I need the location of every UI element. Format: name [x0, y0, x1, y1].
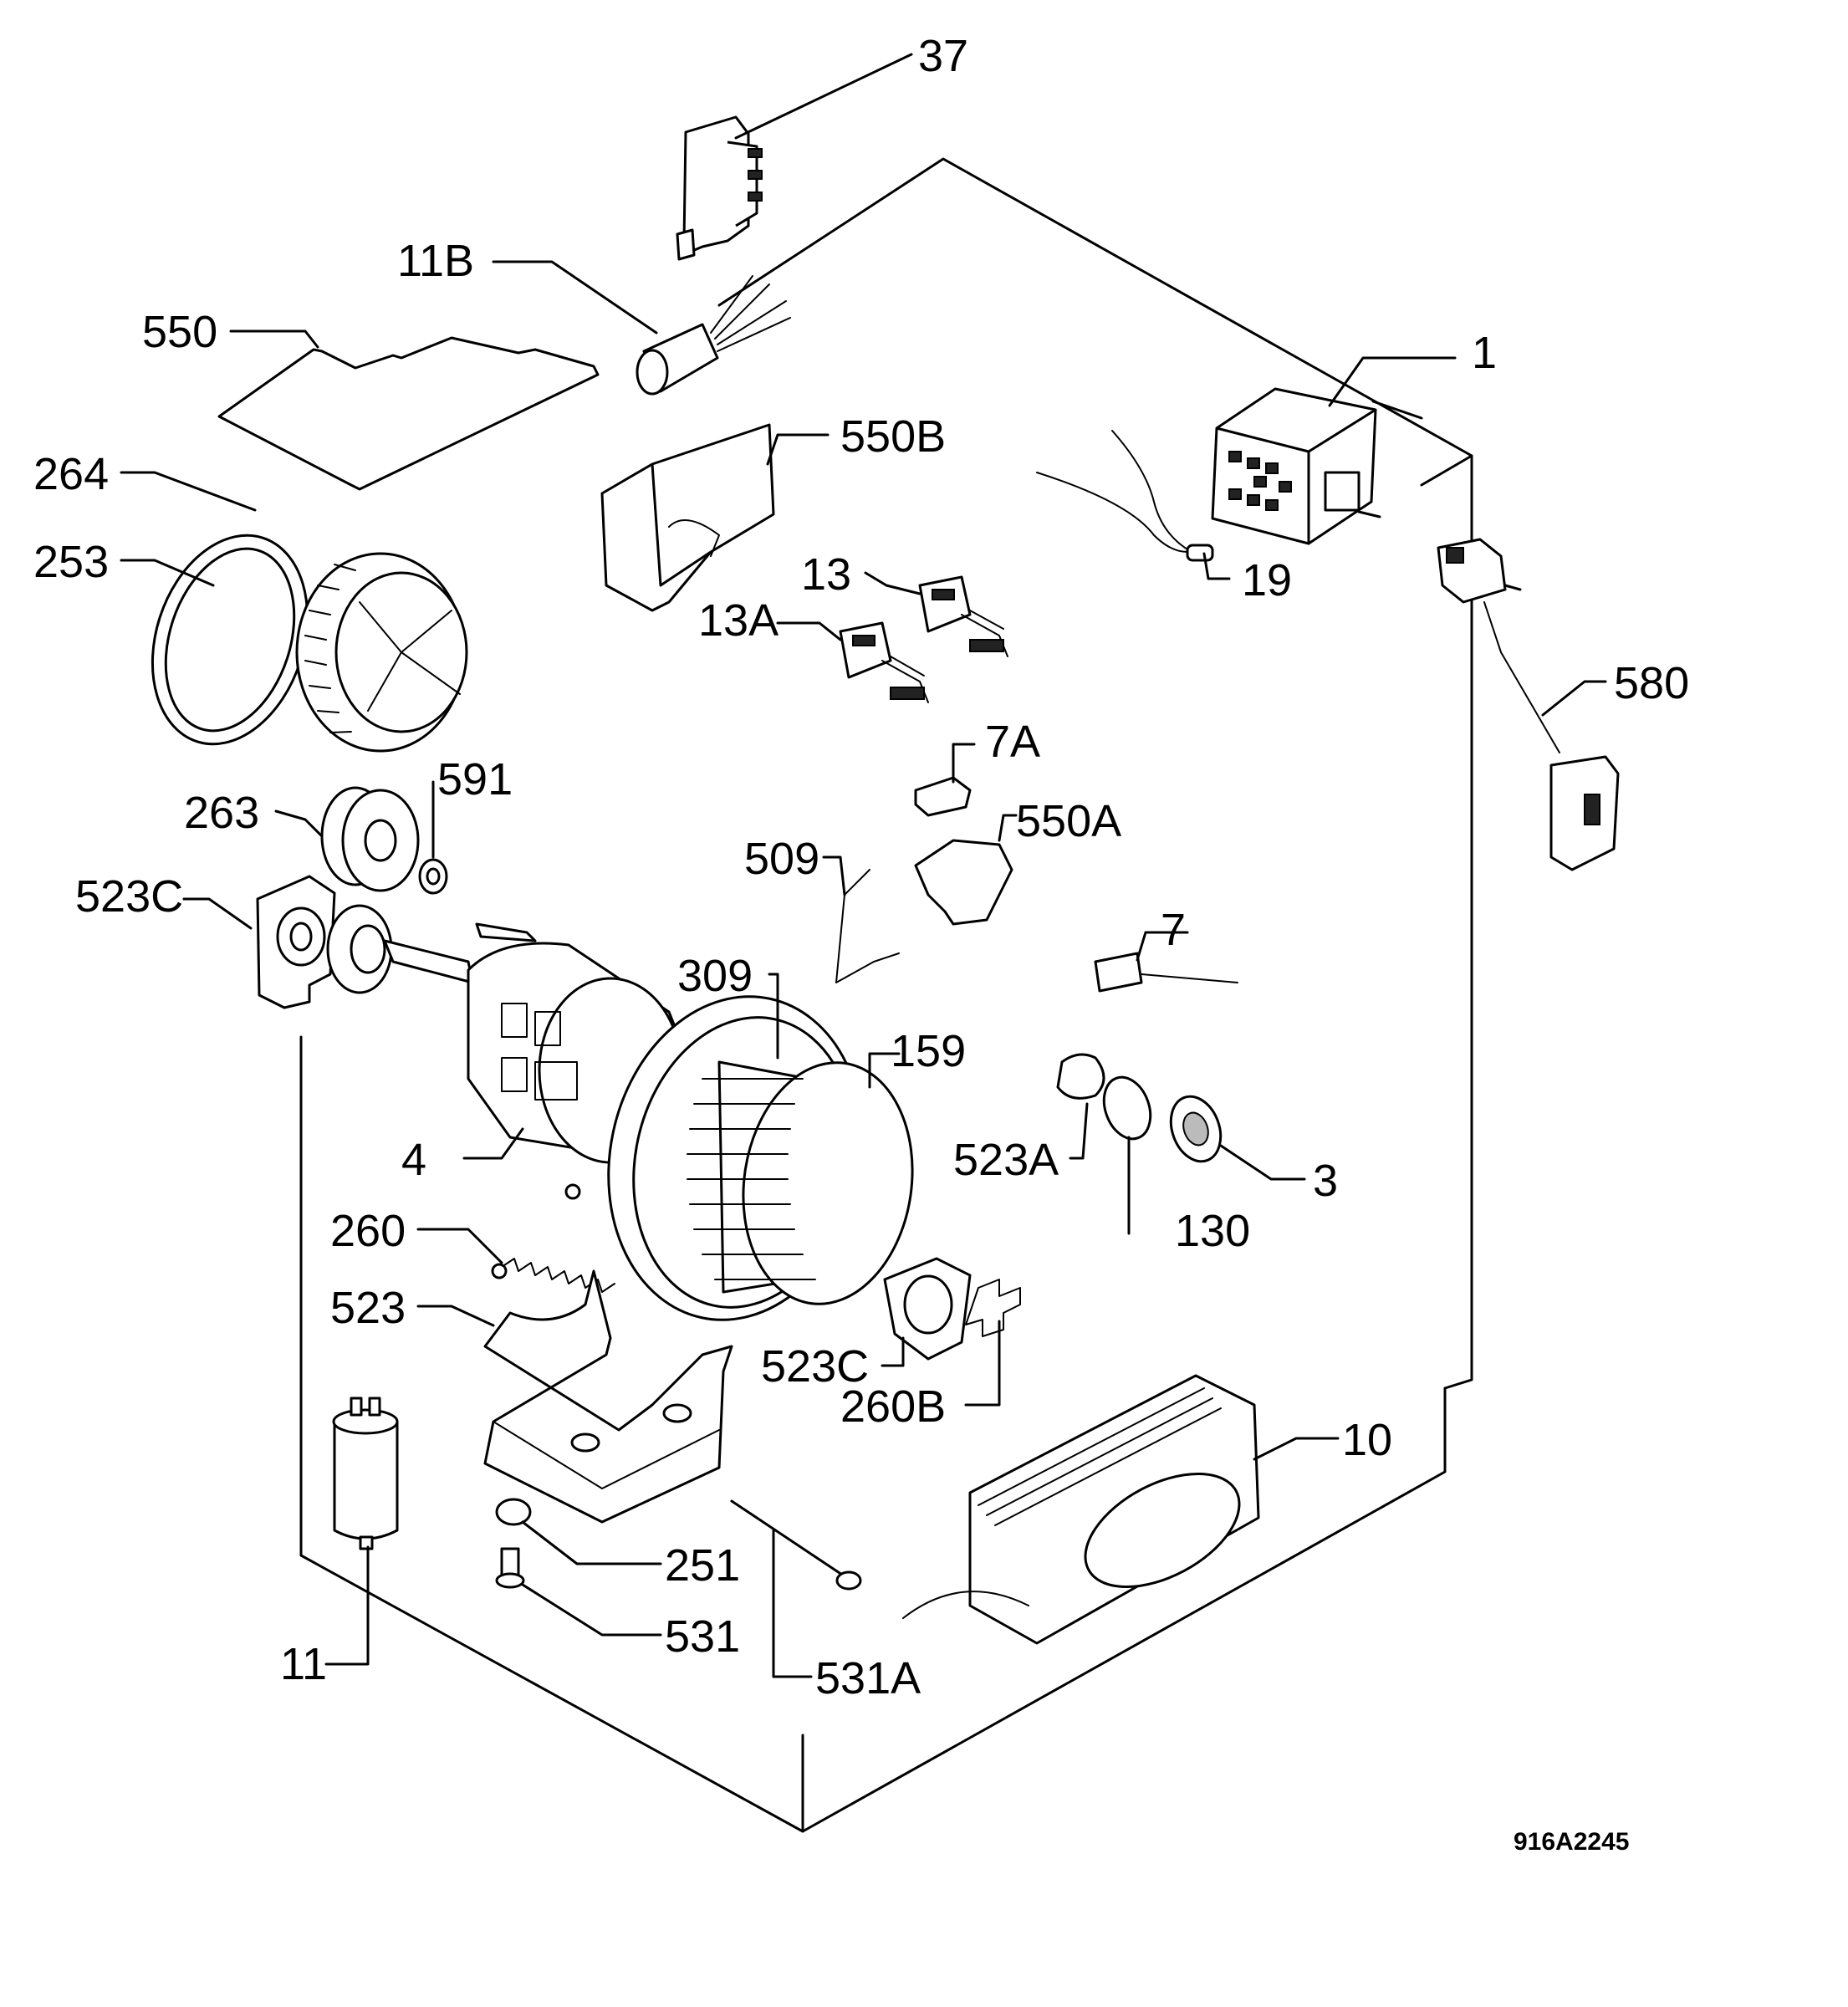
label-7a: 7A	[985, 717, 1040, 767]
part-523-motor-bracket	[483, 1269, 733, 1524]
label-591: 591	[437, 754, 513, 804]
label-7: 7	[1161, 905, 1186, 955]
label-13: 13	[801, 549, 851, 600]
part-labels: 37 11B 550 1 550B 264 253 19 13 13A 580 …	[33, 31, 1689, 1856]
part-11-capacitor	[332, 1397, 399, 1550]
part-11b-capacitor	[636, 275, 791, 396]
label-11: 11	[280, 1639, 327, 1689]
part-159-fan-drum	[687, 1060, 914, 1305]
part-19-sensor	[1036, 430, 1214, 562]
part-591-washer	[418, 858, 448, 895]
label-260: 260	[330, 1206, 406, 1256]
label-531: 531	[665, 1611, 740, 1662]
part-7a-switch	[914, 776, 972, 817]
label-580: 580	[1614, 658, 1689, 708]
label-509: 509	[744, 834, 819, 884]
cabinet-outline	[299, 157, 1473, 1833]
part-580-switch	[1437, 538, 1620, 871]
part-13a-connector	[839, 621, 929, 703]
part-37-bracket	[676, 115, 763, 261]
part-7-microswitch	[1094, 952, 1238, 993]
label-260b: 260B	[840, 1381, 946, 1432]
label-253: 253	[33, 537, 109, 587]
part-260-spring	[491, 1183, 615, 1293]
label-3: 3	[1313, 1156, 1338, 1206]
part-251-grommet	[495, 1498, 532, 1526]
label-531a: 531A	[815, 1653, 921, 1703]
label-11b: 11B	[397, 236, 474, 286]
label-523c-top: 523C	[75, 871, 183, 922]
part-523c-bearing-bottom	[883, 1257, 972, 1361]
label-550b: 550B	[840, 411, 946, 462]
part-264-fan-wheel	[295, 552, 468, 753]
label-523: 523	[330, 1283, 406, 1333]
label-37: 37	[918, 31, 968, 81]
label-251: 251	[665, 1540, 740, 1591]
label-159: 159	[891, 1026, 966, 1076]
part-531-screw	[495, 1547, 525, 1589]
part-13-connector	[918, 575, 1008, 657]
label-19: 19	[1242, 555, 1292, 605]
part-523c-bearing-top	[256, 875, 336, 1009]
drawing-code: 916A2245	[1514, 1828, 1629, 1856]
label-523c-bottom: 523C	[761, 1341, 869, 1392]
label-264: 264	[33, 449, 109, 499]
part-531a-bolt	[730, 1499, 862, 1591]
part-260b-spring	[965, 1279, 1021, 1337]
part-1-timer	[1211, 387, 1381, 545]
label-263: 263	[184, 788, 259, 838]
part-3-bearing-cap	[1169, 1095, 1223, 1163]
part-550b-duct	[600, 423, 775, 612]
label-4: 4	[401, 1135, 426, 1185]
part-263-pulley	[320, 786, 420, 892]
label-10: 10	[1342, 1415, 1392, 1465]
label-130: 130	[1175, 1206, 1250, 1256]
part-509-spring-clip	[835, 869, 900, 983]
part-550-cover	[217, 336, 600, 491]
part-drive-pulley	[326, 904, 393, 994]
part-10-heater	[902, 1374, 1260, 1645]
label-523a: 523A	[953, 1135, 1059, 1185]
leader-lines	[120, 53, 1607, 1678]
label-13a: 13A	[698, 595, 779, 646]
part-130-gasket	[1102, 1075, 1152, 1141]
label-550a: 550A	[1016, 796, 1121, 846]
label-550: 550	[142, 307, 217, 357]
part-253-belt	[151, 534, 309, 746]
label-309: 309	[677, 951, 753, 1001]
part-523a-clamp	[1056, 1053, 1105, 1100]
label-1: 1	[1472, 328, 1497, 378]
part-550a-holder	[914, 839, 1013, 926]
